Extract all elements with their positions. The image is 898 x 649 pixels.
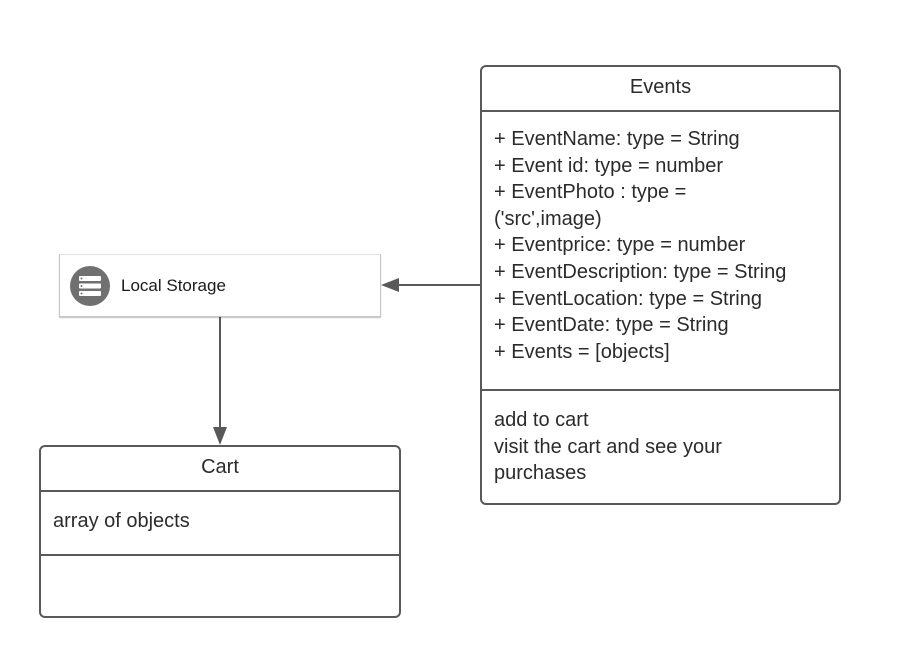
cart-header: Cart [41,447,399,490]
events-attributes: + EventName: type = String + Event id: t… [482,110,839,389]
events-operation: add to cart [494,409,589,431]
events-title: Events [629,76,692,98]
events-operations: add to cart visit the cart and see your … [482,389,839,487]
cart-title: Cart [201,456,239,478]
cart-class-box[interactable]: Cart array of objects [39,445,401,618]
events-operation: purchases [494,462,587,485]
events-attribute: + EventName: type = String [494,128,740,150]
events-class-box[interactable]: Events + EventName: type = String + Even… [480,65,841,505]
events-attribute: + EventDate: type = String [494,314,729,337]
events-attribute: + Eventprice: type = number [494,234,746,257]
events-operation: visit the cart and see your [494,435,722,458]
events-to-storage-arrow [381,278,480,292]
cart-operations [41,554,399,556]
events-header: Events [482,67,839,110]
events-attribute: + Events = [objects] [494,340,670,363]
local-storage-label: Local Storage [121,276,226,295]
events-attribute: ('src',image) [494,207,602,230]
cart-attribute: array of objects [53,510,190,532]
events-attribute: + EventLocation: type = String [494,287,762,310]
local-storage-node[interactable]: Local Storage [59,254,381,317]
database-icon [70,266,110,306]
events-attribute: + EventDescription: type = String [494,260,787,283]
cart-attributes: array of objects [41,490,399,554]
events-attribute: + EventPhoto : type = [494,181,687,204]
events-attribute: + Event id: type = number [494,154,724,177]
storage-to-cart-arrow [213,317,227,445]
